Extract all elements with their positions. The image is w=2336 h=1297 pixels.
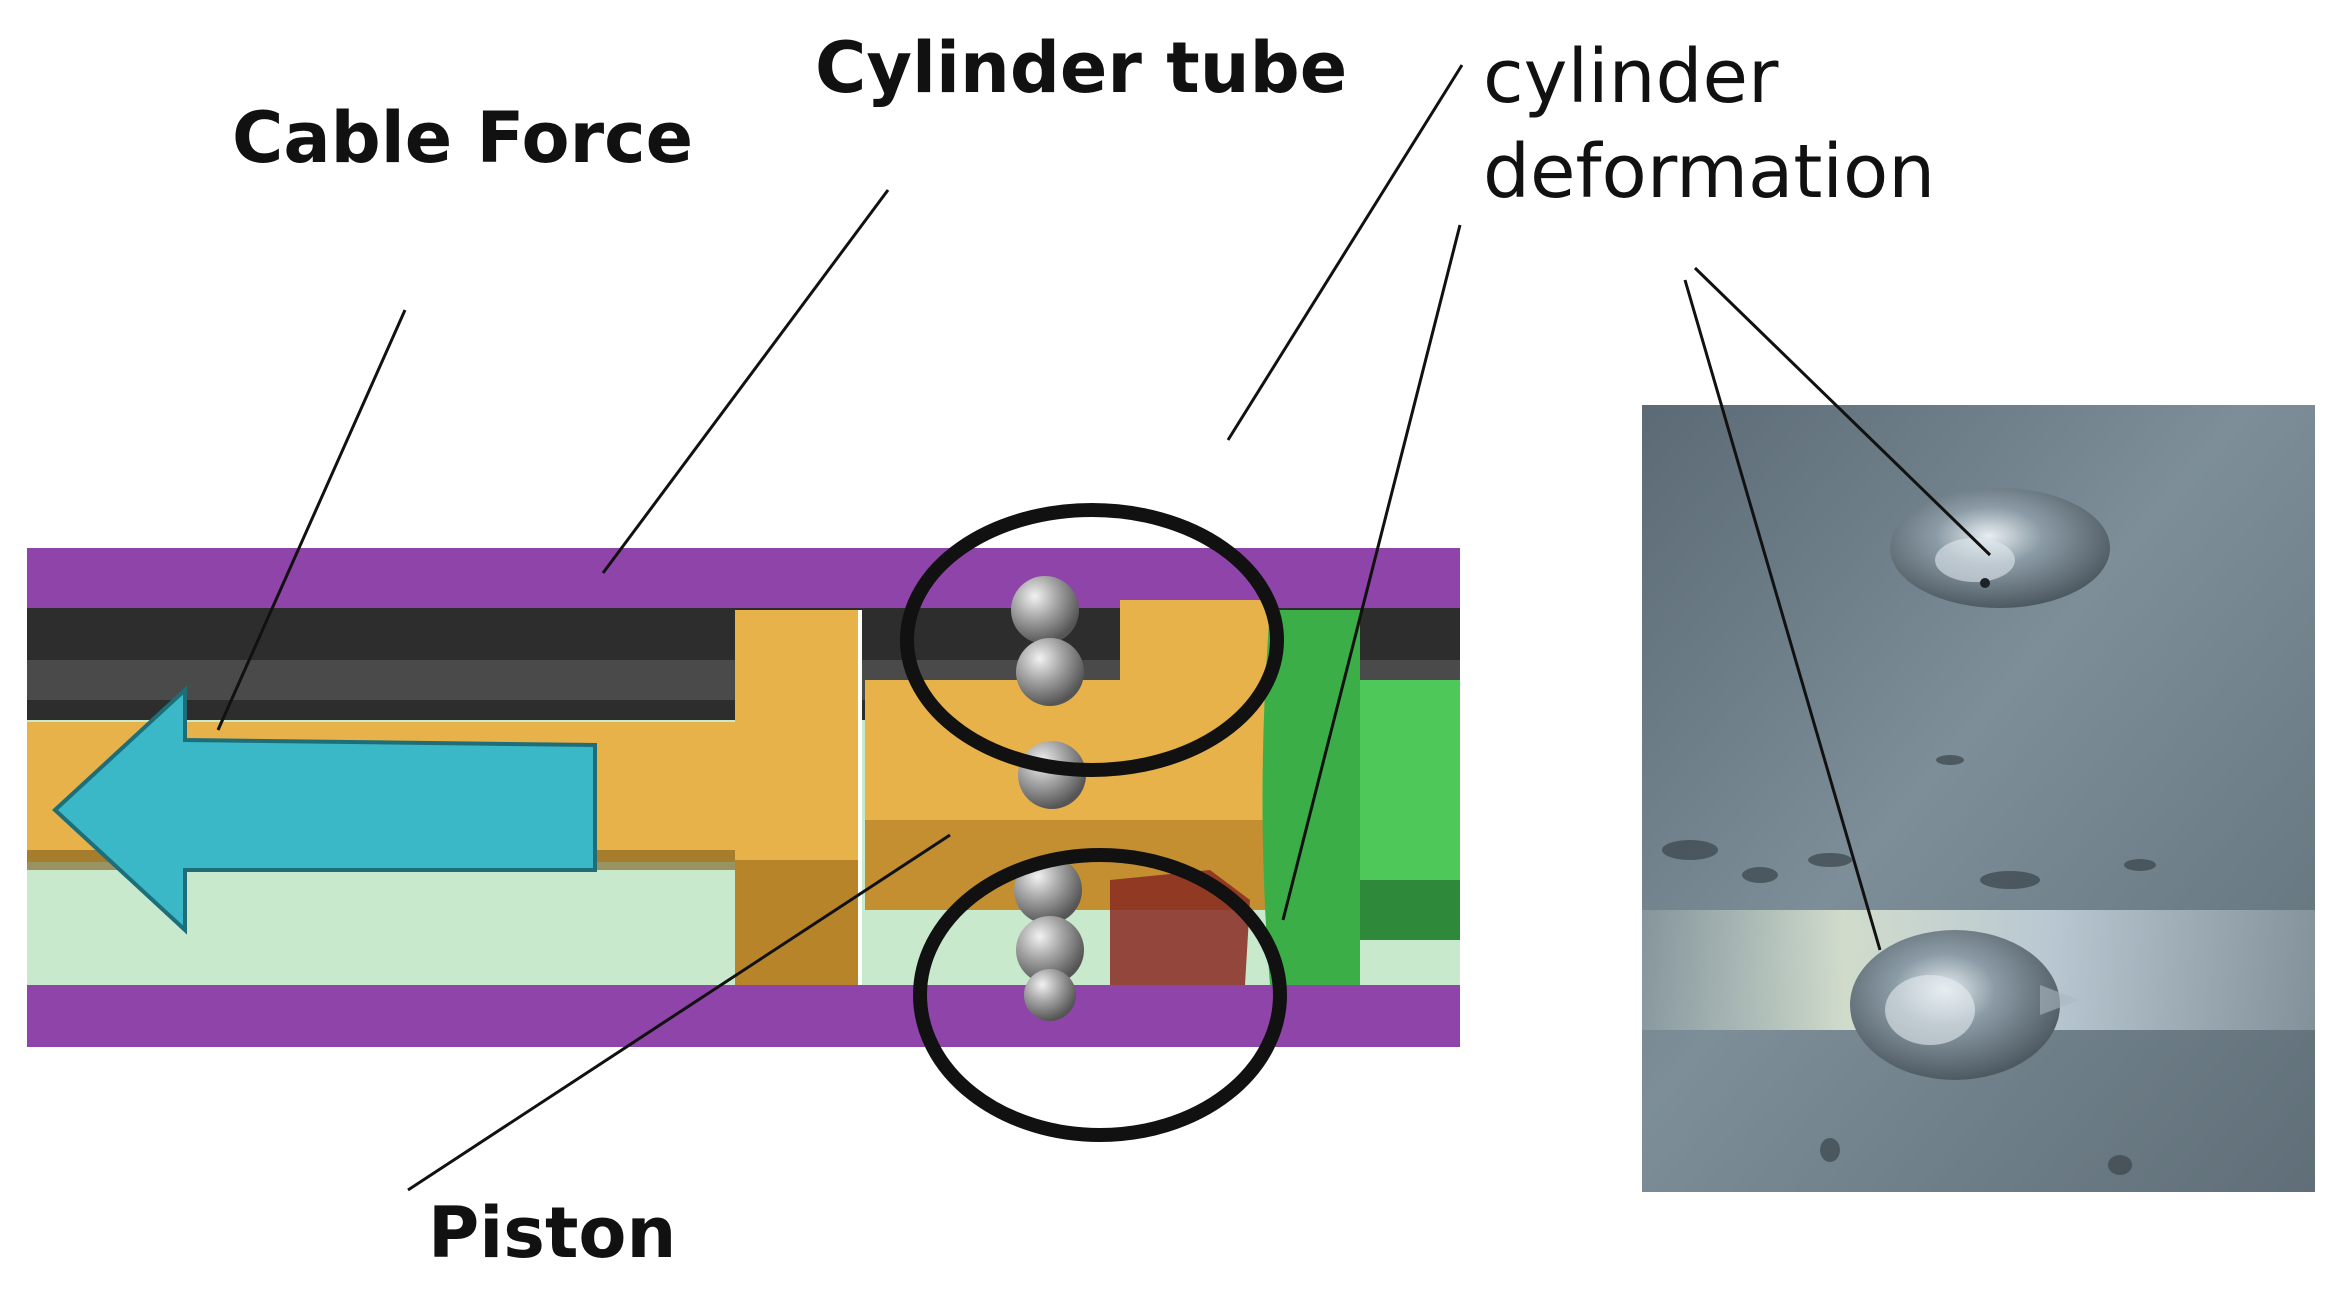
leader-deformation-photo-bottom <box>1683 279 1882 951</box>
tube-wall-bottom <box>27 985 1460 1047</box>
damage-zone <box>1110 870 1250 985</box>
leader-cylinder-tube <box>601 189 890 574</box>
cylinder-deformation-label: cylinder deformation <box>1483 30 1935 220</box>
cylinder-tube-label: Cylinder tube <box>815 27 1348 109</box>
leader-deformation-ring-bottom <box>1281 224 1462 921</box>
cylinder-deformation-line1: cylinder <box>1483 34 1779 120</box>
leader-cable-force <box>216 309 407 731</box>
deformation-photo <box>1642 405 2315 1192</box>
cable-force-label: Cable Force <box>232 97 694 179</box>
circle-outline-icon <box>913 848 1287 1142</box>
arrow-left-icon <box>52 685 597 935</box>
cylinder-deformation-line2: deformation <box>1483 129 1936 215</box>
leader-lines <box>216 64 1992 1192</box>
end-cap <box>1262 610 1460 985</box>
leader-deformation-ring-top <box>1226 64 1464 441</box>
leader-deformation-photo-top <box>1693 266 1992 557</box>
tube-wall-top <box>27 548 1460 608</box>
piston-head <box>735 600 1275 985</box>
leader-piston <box>407 833 951 1192</box>
cylinder-schematic <box>27 503 1460 1142</box>
circle-outline-icon <box>900 503 1284 777</box>
piston-label: Piston <box>428 1192 677 1274</box>
